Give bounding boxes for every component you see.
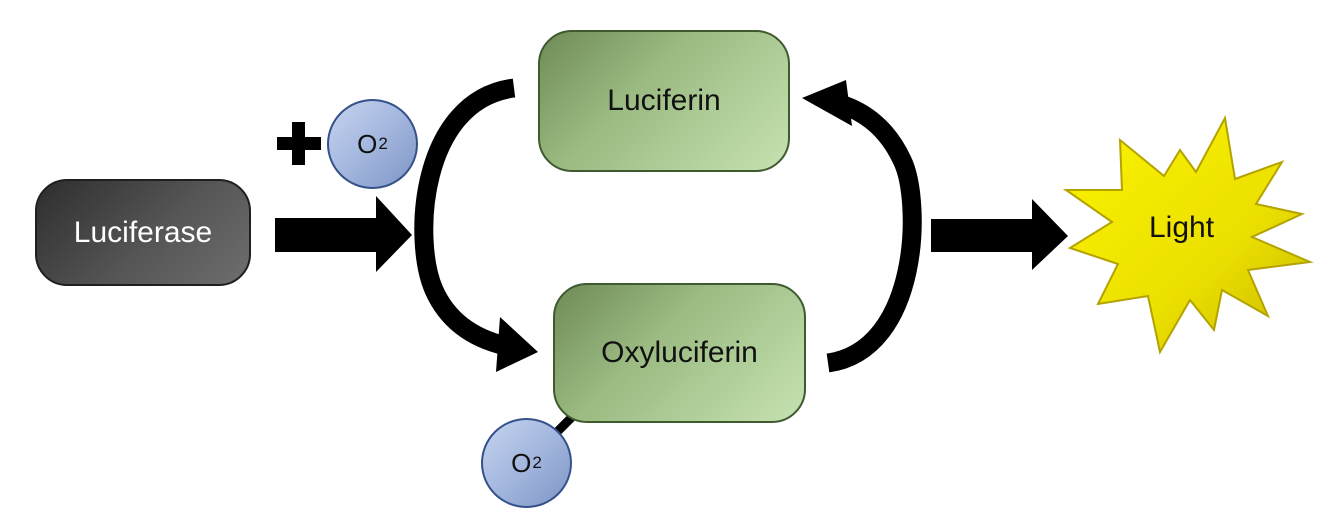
reaction-arrow-out <box>931 199 1068 270</box>
luciferase-label: Luciferase <box>73 215 213 249</box>
plus-icon <box>277 122 321 165</box>
luciferin-node: Luciferin <box>538 30 790 172</box>
oxyluciferin-label: Oxyluciferin <box>601 336 758 369</box>
oxyluciferin-node: Oxyluciferin <box>553 283 806 423</box>
oxygen-reactant-subscript: 2 <box>378 134 388 153</box>
oxygen-reactant-symbol: O <box>357 128 378 159</box>
curved-arrow-right <box>802 80 922 373</box>
oxygen-bound-subscript: 2 <box>532 453 542 472</box>
light-label: Light <box>1149 211 1215 244</box>
oxygen-bound-symbol: O <box>511 447 532 478</box>
curved-arrow-left <box>414 78 538 372</box>
light-burst-icon <box>1062 114 1314 355</box>
reaction-arrow-in <box>275 196 412 272</box>
luciferase-node: Luciferase <box>35 179 251 286</box>
luciferin-label: Luciferin <box>607 84 721 117</box>
